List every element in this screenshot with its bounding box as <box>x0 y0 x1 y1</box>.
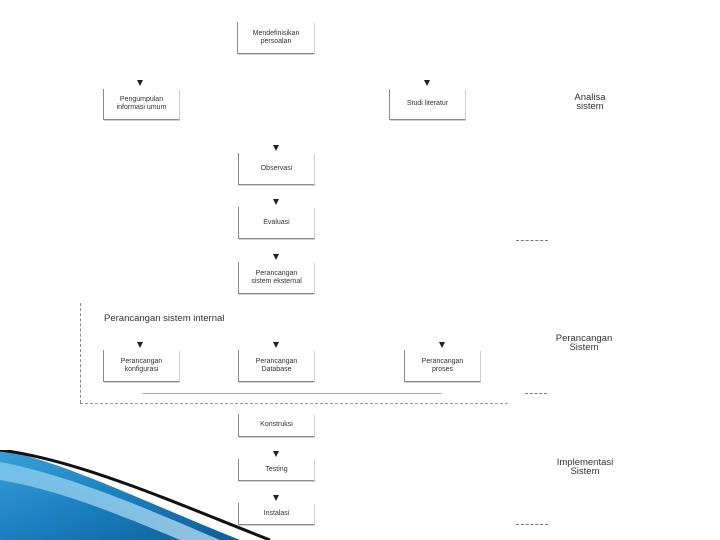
arrow-to-studi <box>424 80 430 86</box>
phase-divider-perancangan <box>525 393 547 394</box>
box-evaluasi: Evaluasi <box>238 207 314 239</box>
decorative-swoosh <box>0 450 271 540</box>
box-instalasi: Instalasi <box>238 503 314 525</box>
box-pengumpulan-informasi: Pengumpulan informasi umum <box>103 89 179 120</box>
box-perancangan-proses: Perancangan proses <box>404 350 480 382</box>
phase-label-analisa: Analisa sistem <box>574 92 606 112</box>
arrow-to-perancangan-eksternal <box>273 254 279 260</box>
arrow-to-database <box>273 342 279 348</box>
arrow-to-pengumpulan <box>137 80 143 86</box>
arrow-to-observasi <box>273 145 279 151</box>
arrow-to-instalasi <box>273 495 279 501</box>
box-testing: Testing <box>238 459 314 481</box>
box-perancangan-sistem-eksternal: Perancangan sistem eksternal <box>238 262 314 294</box>
box-mendefinisikan-persoalan: Mendefinisikan persoalan <box>237 22 314 54</box>
internal-section-divider <box>142 393 442 394</box>
internal-section-title: Perancangan sistem internal <box>104 313 225 324</box>
arrow-to-evaluasi <box>273 199 279 205</box>
box-studi-literatur: Studi literatur <box>389 89 465 120</box>
arrow-to-proses <box>439 342 445 348</box>
phase-divider-analisa <box>516 240 548 241</box>
box-konstruksi: Konstruksi <box>238 414 314 437</box>
internal-section-left-border <box>80 303 81 403</box>
phase-label-implementasi: Implementasi Sistem <box>556 457 614 477</box>
box-perancangan-database: Perancangan Database <box>238 350 314 382</box>
phase-label-perancangan: Perancangan Sistem <box>555 333 613 353</box>
arrow-to-konfigurasi <box>137 342 143 348</box>
arrow-to-testing <box>273 451 279 457</box>
box-perancangan-konfigurasi: Perancangan konfigurasi <box>103 350 179 382</box>
internal-section-bottom-border <box>80 403 508 404</box>
box-observasi: Observasi <box>238 153 314 185</box>
phase-divider-implementasi <box>516 524 548 525</box>
